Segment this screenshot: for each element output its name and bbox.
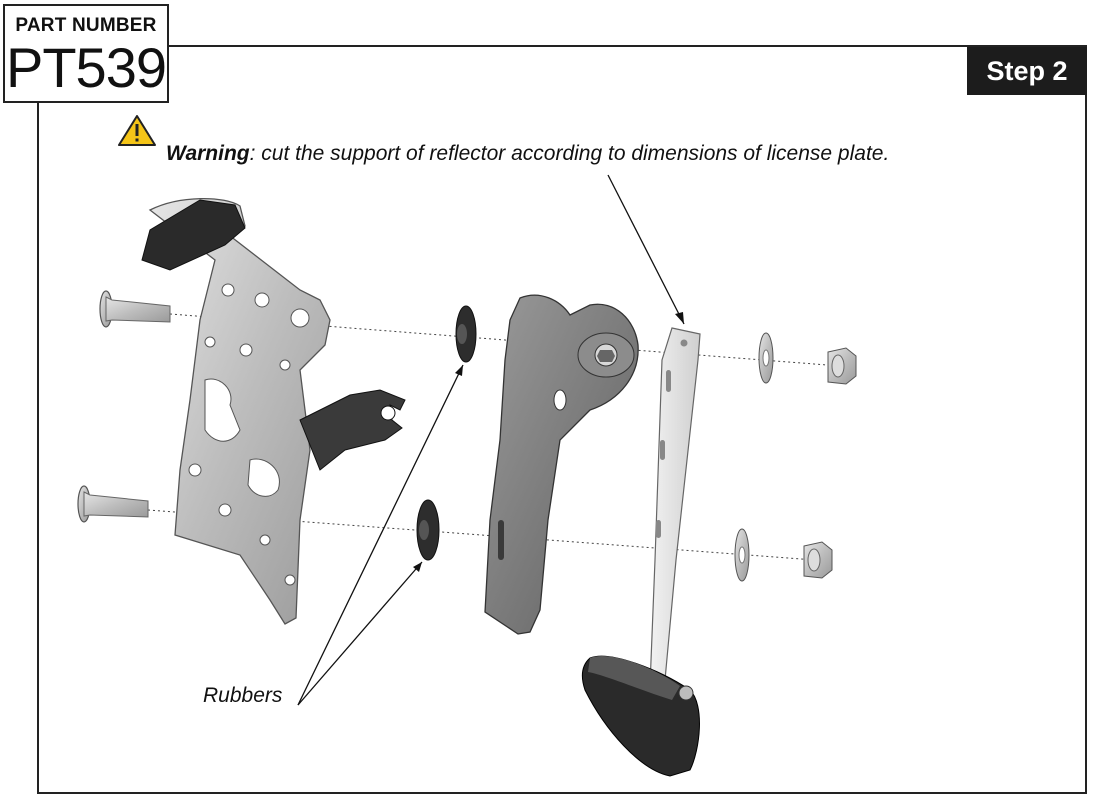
washer-bottom <box>734 528 750 582</box>
rear-reflector <box>581 655 700 777</box>
part-number-value: PT539 <box>6 36 167 99</box>
lock-nut-bottom <box>803 541 833 579</box>
reflector-support <box>649 327 701 687</box>
rubber-spacer-bottom <box>416 499 440 561</box>
warning-text: : cut the support of reflector according… <box>249 142 890 165</box>
warning-leader-line <box>607 174 685 325</box>
rubbers-leader-lines <box>297 364 464 706</box>
step-badge: Step 2 <box>967 47 1087 95</box>
countersunk-screw-bottom <box>77 485 149 523</box>
lock-nut-top <box>827 347 857 385</box>
warning-title: Warning <box>166 142 250 165</box>
diagram-frame <box>37 45 1087 794</box>
mounting-arm <box>484 294 639 635</box>
warning-triangle-icon <box>118 115 156 146</box>
warning-note: Warning: cut the support of reflector ac… <box>166 142 889 166</box>
part-number-label: PART NUMBER <box>15 15 157 36</box>
license-plate-bracket <box>141 197 406 625</box>
rubbers-arrow-bottom <box>413 562 422 572</box>
part-number-box: PART NUMBER PT539 <box>3 4 169 103</box>
rubber-spacer-top <box>455 305 477 363</box>
washer-top <box>758 332 774 384</box>
countersunk-screw-top <box>99 290 171 328</box>
rubbers-arrow-top <box>455 365 463 376</box>
rubbers-callout-label: Rubbers <box>203 684 283 707</box>
